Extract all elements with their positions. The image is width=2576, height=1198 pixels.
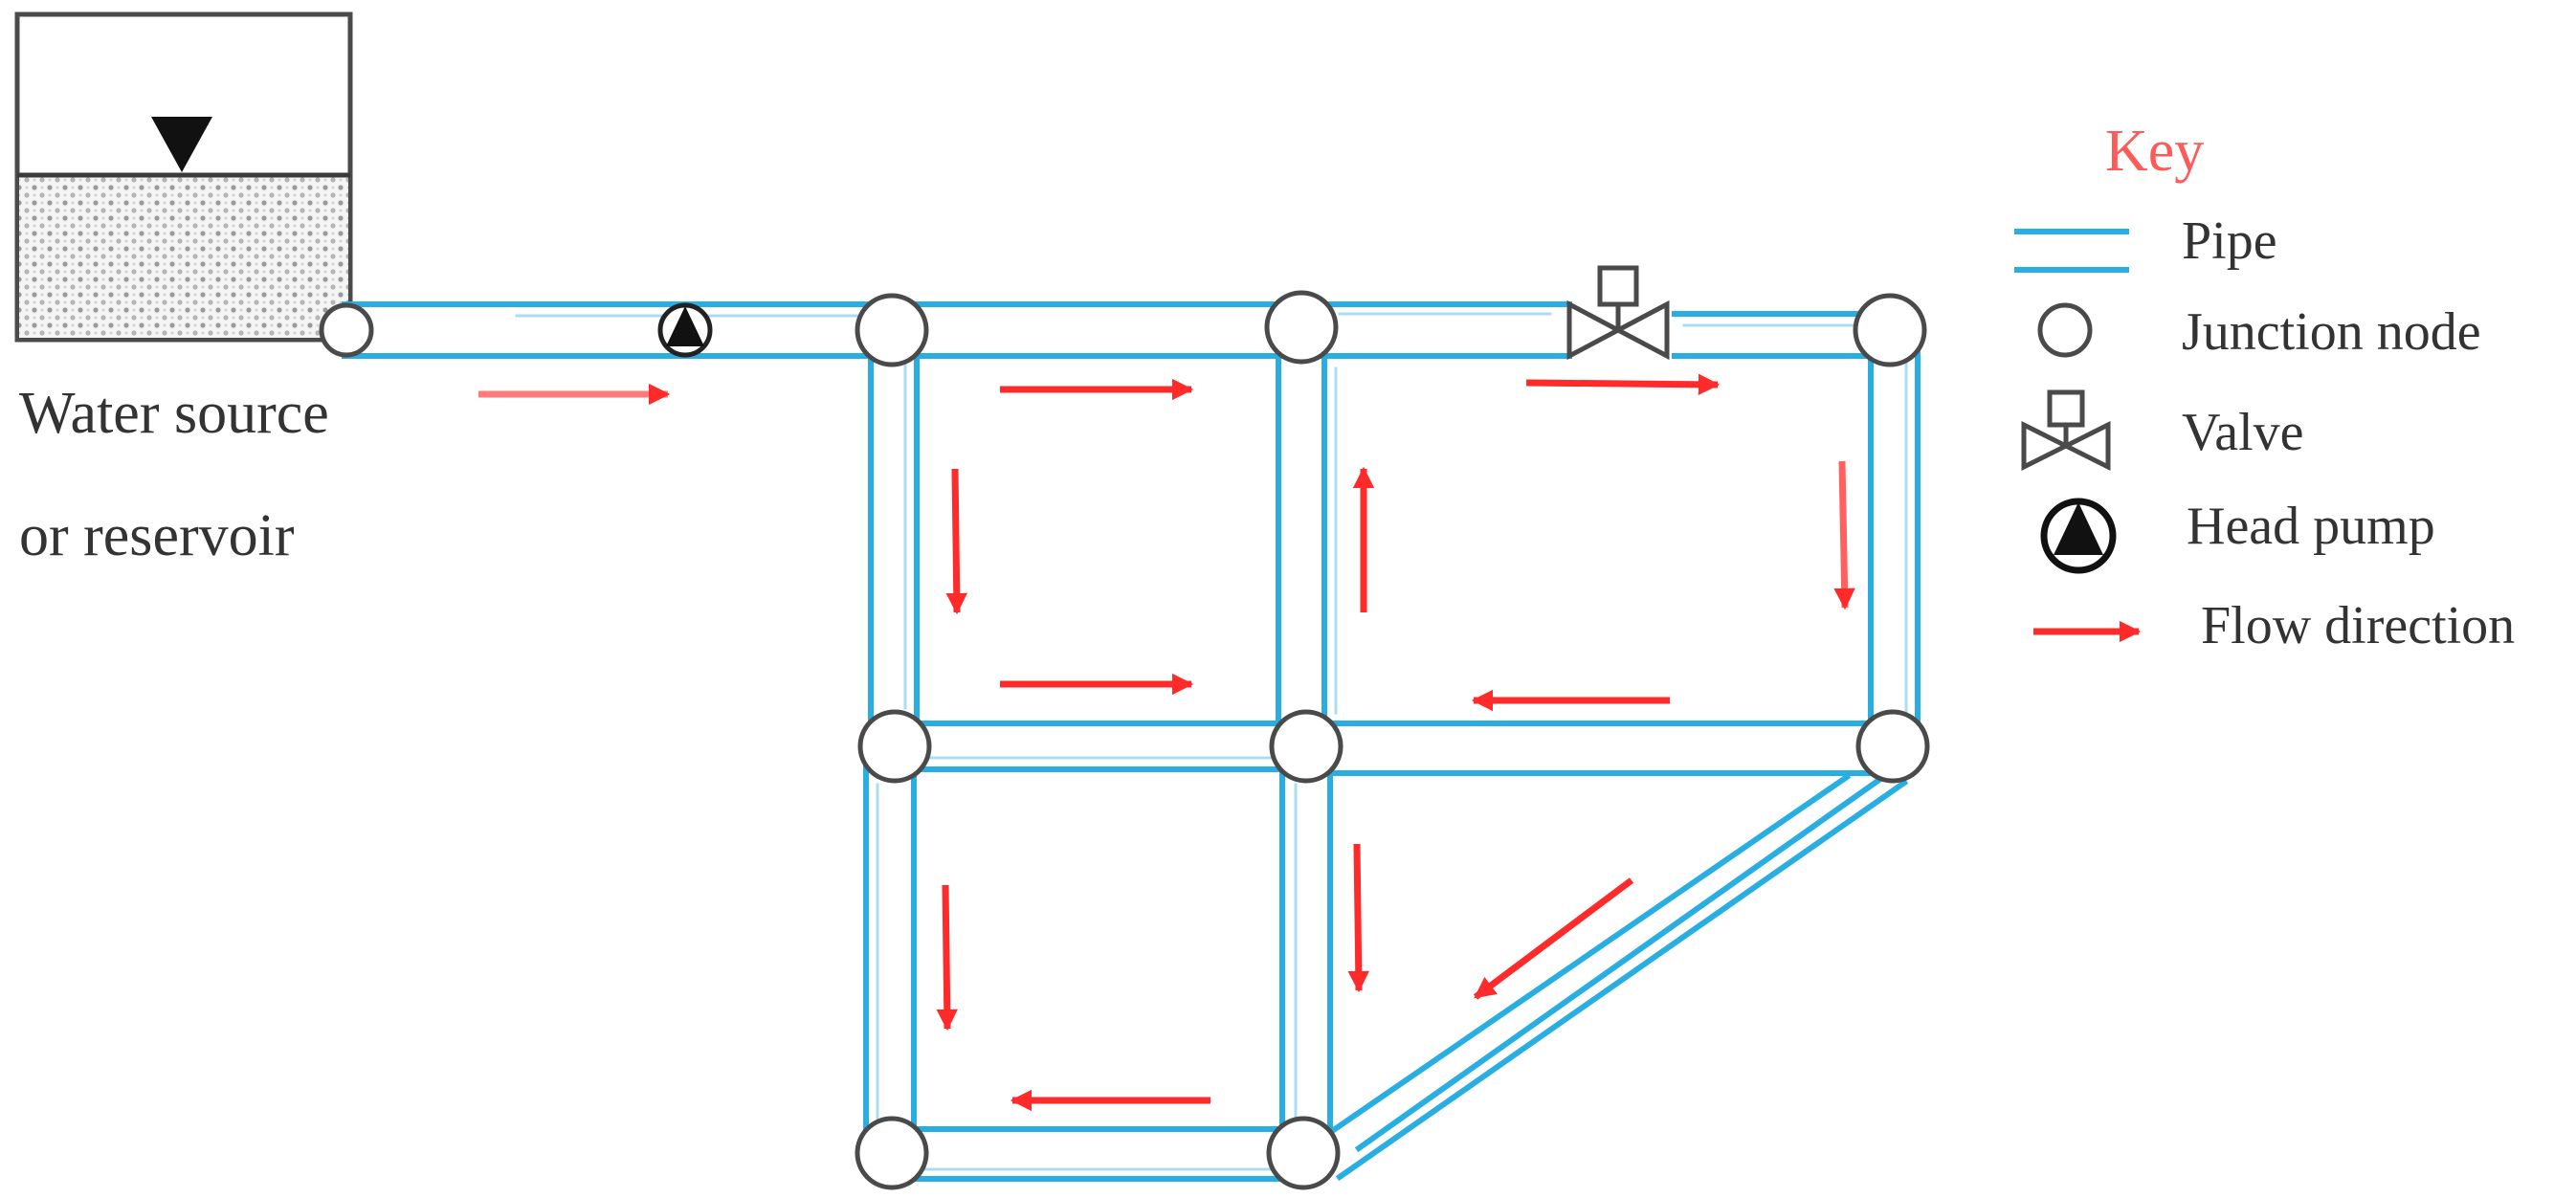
water-level-icon [151, 117, 212, 172]
flow-arrow [1833, 460, 1855, 610]
pipe-right [1868, 327, 1921, 749]
pipe-top-a [887, 301, 1304, 359]
junction-nodes [319, 290, 1930, 1190]
water-reservoir [14, 11, 353, 343]
junction-node [1264, 290, 1339, 365]
junction-node [319, 302, 374, 358]
flow-arrow [1525, 373, 1721, 395]
pipe-middle-b [1303, 721, 1893, 776]
pipe-diagonal [1330, 772, 1909, 1182]
legend-item-flow-direction: Flow direction [2201, 596, 2515, 655]
junction-node [857, 709, 932, 784]
legend-item-valve: Valve [2182, 403, 2304, 462]
head-pump-icon [657, 302, 713, 358]
flow-arrows [478, 373, 1855, 1112]
legend-valve-icon [2021, 389, 2111, 472]
source-label-line1: Water source [19, 381, 329, 446]
junction-node [1266, 1116, 1341, 1190]
legend-title: Key [2105, 119, 2204, 184]
flow-arrow [1347, 843, 1369, 993]
legend-item-junction-node: Junction node [2182, 302, 2481, 362]
pipe-supply [342, 301, 883, 359]
junction-node [1269, 709, 1344, 784]
legend-item-head-pump: Head pump [2187, 497, 2435, 556]
flow-arrow [1473, 877, 1634, 1000]
pipe-top-c [1672, 311, 1893, 359]
pipe-top-b [1299, 301, 1572, 359]
valve-icon [1566, 265, 1670, 361]
pipe-left-lower [863, 748, 917, 1156]
junction-node [1853, 293, 1927, 367]
pipe-center-upper [1276, 327, 1338, 749]
legend: Key Pipe Junction node Valve Head pump F… [2014, 119, 2515, 655]
reservoir-water [19, 175, 348, 338]
pipes [342, 301, 1921, 1182]
pipe-left-upper [868, 327, 920, 754]
pipe-bottom [892, 1126, 1309, 1182]
legend-head-pump-icon [2040, 498, 2117, 574]
pipe-center-lower [1279, 753, 1333, 1156]
junction-node [1855, 709, 1930, 784]
junction-node [855, 293, 929, 367]
flow-arrow [936, 884, 958, 1032]
flow-arrow [945, 468, 967, 615]
pipe-middle-a [892, 721, 1309, 772]
source-label-line2: or reservoir [19, 503, 295, 568]
legend-item-pipe: Pipe [2182, 211, 2277, 271]
pipe-icon [2014, 229, 2129, 273]
junction-node [855, 1116, 929, 1190]
junction-node-icon [2037, 302, 2093, 358]
